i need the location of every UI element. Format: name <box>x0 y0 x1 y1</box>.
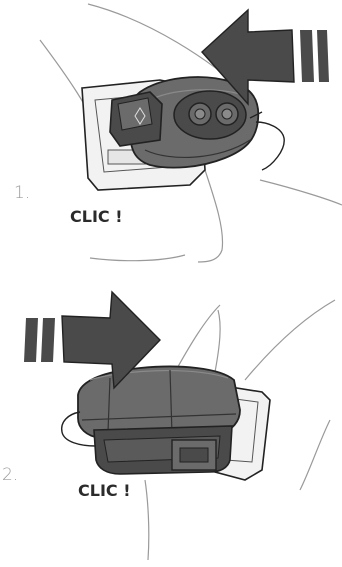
step-2-number: 2. <box>2 465 18 485</box>
step-1-illustration: 1. CLIC ! <box>14 4 342 262</box>
step-1-caption: CLIC ! <box>70 207 123 226</box>
lamp-device-2 <box>62 367 240 475</box>
step-2-illustration: 2. CLIC ! <box>2 292 335 560</box>
step-2-caption: CLIC ! <box>78 481 131 500</box>
step-1-number: 1. <box>14 183 30 203</box>
